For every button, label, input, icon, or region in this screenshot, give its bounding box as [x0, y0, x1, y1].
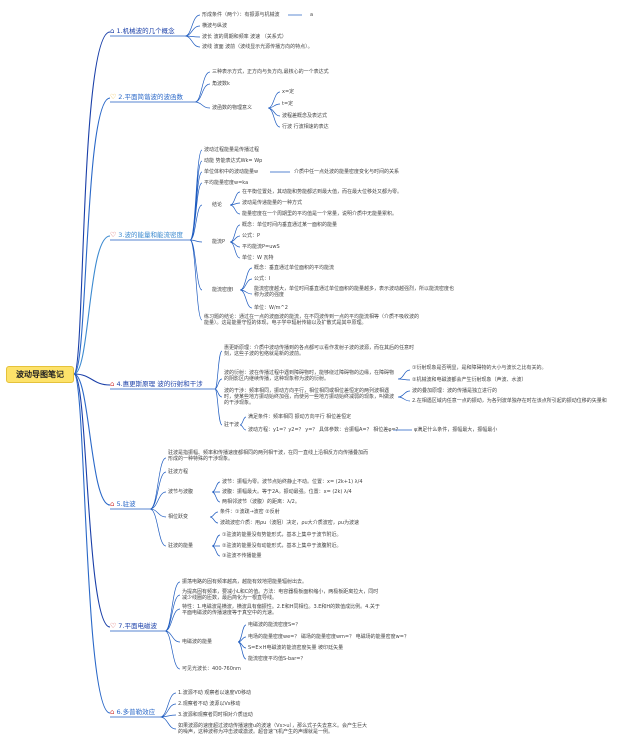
- b7-item-1: 振荡电路的固有频率越高，越能有效地把能量辐射出去。: [182, 579, 308, 585]
- b5-jiefu-2: 波腹：振幅最大。等于2A。振动最强。位置：x= (2k) λ/4: [222, 489, 352, 495]
- b3-item-2: 动能 势能表达式Wk= Wp: [204, 158, 263, 164]
- b1-extra: a: [310, 12, 314, 18]
- b7-em-energy: 电磁波的能量: [182, 639, 213, 645]
- b7-item-3: 特性：1.电磁波是横波，横波具有偏振性。2.E和H同相位。3.E和H的数值成比例…: [182, 604, 380, 616]
- branch-5[interactable]: ⌂5.驻波: [110, 500, 136, 508]
- b3-power: 能流P: [212, 239, 226, 245]
- branch-6-label: 6.多普勒效应: [116, 708, 156, 716]
- connector-b6: [73, 373, 111, 714]
- b3-jielun-2: 波动是传递能量的一种方式: [242, 200, 303, 206]
- connector-b3: [73, 235, 111, 375]
- b3-midu-2: 公式：I: [254, 276, 271, 282]
- b5-nengliang-3: ③驻波不传播能量: [222, 553, 262, 559]
- b2-sub-4: 行波 行波相速的表达: [282, 124, 329, 130]
- b4-ganshe-2: 2.在相遇区域内任意一点的振动，为各列波单独存在时在该点所引起的振动位移的矢量和: [412, 398, 607, 404]
- b5-jiefu-1: 波节：振幅为零。波节点始终静止不动。位置：x= (2k+1) λ/4: [222, 479, 363, 485]
- heart-icon: ♡: [110, 93, 117, 101]
- branch-4[interactable]: ⌂4.惠更斯原理 波的衍射和干涉: [110, 380, 203, 388]
- b7-energy-2: 电场的能量密度we=？ 磁场的能量密度wm=？ 电磁场的能量密度w=？: [248, 634, 409, 640]
- b2-item-3: 波函数的物理意义: [212, 105, 253, 111]
- b3-midu-1: 概念：垂直通过单位面积的平均能流: [254, 265, 335, 271]
- b2-sub-1: x=定: [282, 89, 295, 95]
- b4-zhugan: 驻干波: [224, 422, 240, 428]
- home-icon: ⌂: [110, 380, 115, 388]
- connector-b2: [73, 97, 111, 375]
- b7-item-2: 为提高固有频率，要减小L和C的值。方法：电容器极板面积缩小，两极板距离拉大，同时…: [182, 589, 379, 601]
- home-icon: ⌂: [110, 27, 115, 35]
- root-node[interactable]: 波动导图笔记: [6, 366, 74, 383]
- b4-zhugan-note: φ满足什么条件，振幅最大，振幅最小: [414, 427, 498, 433]
- connector-b1: [73, 31, 111, 375]
- connector-b5: [73, 373, 111, 506]
- heart-icon: ♡: [110, 231, 117, 239]
- b3-item-3: 单位体积中的波动能量w: [204, 169, 259, 175]
- home-icon: ⌂: [110, 500, 115, 508]
- b7-energy-4: 能流密度平均值S-bar=？: [248, 656, 306, 662]
- branch-2-label: 2.平面简谐波的波函数: [118, 93, 183, 101]
- b3-midu-3: 能流密度越大，单位时间垂直通过单位面积的能量越多，表示波动越强烈，所以能流密度也…: [254, 286, 455, 298]
- b5-equation: 驻波方程: [168, 469, 189, 475]
- b5-nodes: 波节与波腹: [168, 489, 194, 495]
- b6-item-1: 1.波源不动 观察者以速度V0移动: [178, 690, 251, 696]
- b3-item-1: 波动过程能量是传播过程: [204, 147, 260, 153]
- b2-item-2: 角波数k: [212, 81, 230, 87]
- b3-midu-4: 单位：W/m^2: [254, 305, 288, 311]
- b3-nengliu-1: 概念：单位时间内垂直通过某一面积的能量: [242, 222, 338, 228]
- b7-energy-1: 电磁波的能流密度S=？: [248, 622, 301, 628]
- branch-6[interactable]: ⌂6.多普勒效应: [110, 708, 155, 716]
- b5-yuebian-1: 条件：①波疏→波密 ②反射: [220, 509, 280, 515]
- b3-nengliu-4: 单位：W 瓦特: [242, 255, 274, 261]
- b3-exercise: 练习题的结论：通过在一点的波面波的能流，在不同波传到一点的平均能流相等（介质不吸…: [204, 314, 420, 326]
- b5-phase-jump: 相位跃变: [168, 514, 189, 520]
- branch-3-label: 3.波的能量和能流密度: [118, 231, 183, 239]
- b2-item-1: 三种表示方式，正方向与负方向,最核心的一个表达式: [212, 69, 329, 75]
- b4-zhugan-1: 满足条件：频率相同 振动方向平行 相位差恒定: [248, 414, 352, 420]
- b4-diffraction: 波的衍射：波在传播过程中遇到障碍物时，能够绕过障碍物的边缘，在障碍物的阴影区内继…: [224, 370, 395, 382]
- branch-7-label: 7.平面电磁波: [118, 622, 157, 630]
- b3-item-4: 平均能量密度w=ka: [204, 180, 249, 186]
- b2-sub-2: t=定: [282, 101, 294, 107]
- connector-b4: [73, 373, 111, 386]
- branch-1[interactable]: ⌂1.机械波的几个概念: [110, 27, 175, 35]
- b4-yanshe-2: ②机械波和电磁波都会产生衍射现象（声波、水波）: [412, 377, 527, 383]
- b5-yuebian-2: 波疏波密介质：用ρu（波阻）决定，ρu大介质波密，ρu为波速: [220, 520, 360, 526]
- b3-jielun-3: 能量密度在一个周期里的平均值是一个常量，说明介质中无能量累积。: [242, 211, 398, 217]
- branch-1-label: 1.机械波的几个概念: [116, 27, 175, 35]
- branch-7[interactable]: ♡7.平面电磁波: [110, 622, 157, 630]
- b3-nengliu-2: 公式：P: [242, 233, 261, 239]
- b7-energy-3: S=E×H电磁波的能流密度矢量 坡印廷矢量: [248, 645, 344, 651]
- b5-jiefu-3: 两相邻波节（波腹）的距离：λ/2。: [222, 499, 300, 505]
- b6-item-2: 2.观察者不动 波源以Vs移动: [178, 701, 241, 707]
- b5-nengliang-2: ②驻波的能量没有动能形式，基本上集中于波腹附近。: [222, 543, 342, 549]
- b4-huygens: 惠更斯原理：介质中波动传播到的各点都可以看作发射子波的波源，而在其后的任意时刻，…: [224, 345, 415, 357]
- branch-2[interactable]: ♡2.平面简谐波的波函数: [110, 93, 183, 101]
- home-icon: ⌂: [110, 708, 115, 716]
- b4-zhugan-2: 波动方程：y1=？y2=？ y=？ 具体参数：合振幅A=？ 相位差φ=？: [248, 427, 401, 433]
- b3-nengliu-3: 平均能流P=uwS: [242, 244, 280, 250]
- b1-item-3: 波长 波的周期和频率 波速 （关系式）: [202, 34, 287, 40]
- b6-item-4: 如果波源的速度超过波动传播速度u的波速（Vs>u），那么式子失去意义。会产生巨大…: [178, 723, 368, 735]
- b1-item-2: 横波与纵波: [202, 23, 228, 29]
- b2-sub-3: 波程差概念及表达式: [282, 113, 328, 119]
- connector-b7: [73, 373, 111, 628]
- b4-yanshe-1: ①衍射现象是否明显，是和障碍物的大小与波长之比有关的。: [412, 365, 547, 371]
- b1-item-1: 形成条件（两个）：有振源与机械波: [202, 12, 280, 18]
- b6-item-3: 3.波源和观察者同时相对介质运动: [178, 712, 253, 718]
- b4-ganshe-1: 波的叠加原理：波的传播是独立进行的: [412, 388, 498, 394]
- b1-item-4: 波线 波面 波前（波线显示光源传播方向的特点）。: [202, 44, 313, 50]
- b3-intensity: 能流密度I: [212, 287, 234, 293]
- branch-3[interactable]: ♡3.波的能量和能流密度: [110, 231, 183, 239]
- heart-icon: ♡: [110, 622, 117, 630]
- b5-definition: 驻波是指振幅、频率和传播速度都相同的两列相干波，在同一直线上沿相反方向传播叠加而…: [168, 450, 369, 462]
- b5-nengliang-1: ①驻波的能量没有势能形式，基本上集中于波节附近。: [222, 532, 342, 538]
- b4-interference: 波的干涉：频率相同，振动方向平行，相位相同或相位差恒定的两列波相遇时，使某些地方…: [224, 388, 395, 406]
- b3-jielun-1: 在平衡位置处，其动能和势能都达到最大值，而在最大位移处又都为零。: [242, 189, 403, 195]
- b3-conclusion: 结论: [212, 202, 223, 208]
- branch-4-label: 4.惠更斯原理 波的衍射和干涉: [116, 380, 203, 388]
- branch-5-label: 5.驻波: [116, 500, 136, 508]
- b3-note: 介质中任一点处波的能量密度变化与时间的关系: [294, 169, 400, 175]
- b5-energy: 驻波的能量: [168, 543, 194, 549]
- b7-visible: 可见光波长：400-760nm: [182, 666, 241, 672]
